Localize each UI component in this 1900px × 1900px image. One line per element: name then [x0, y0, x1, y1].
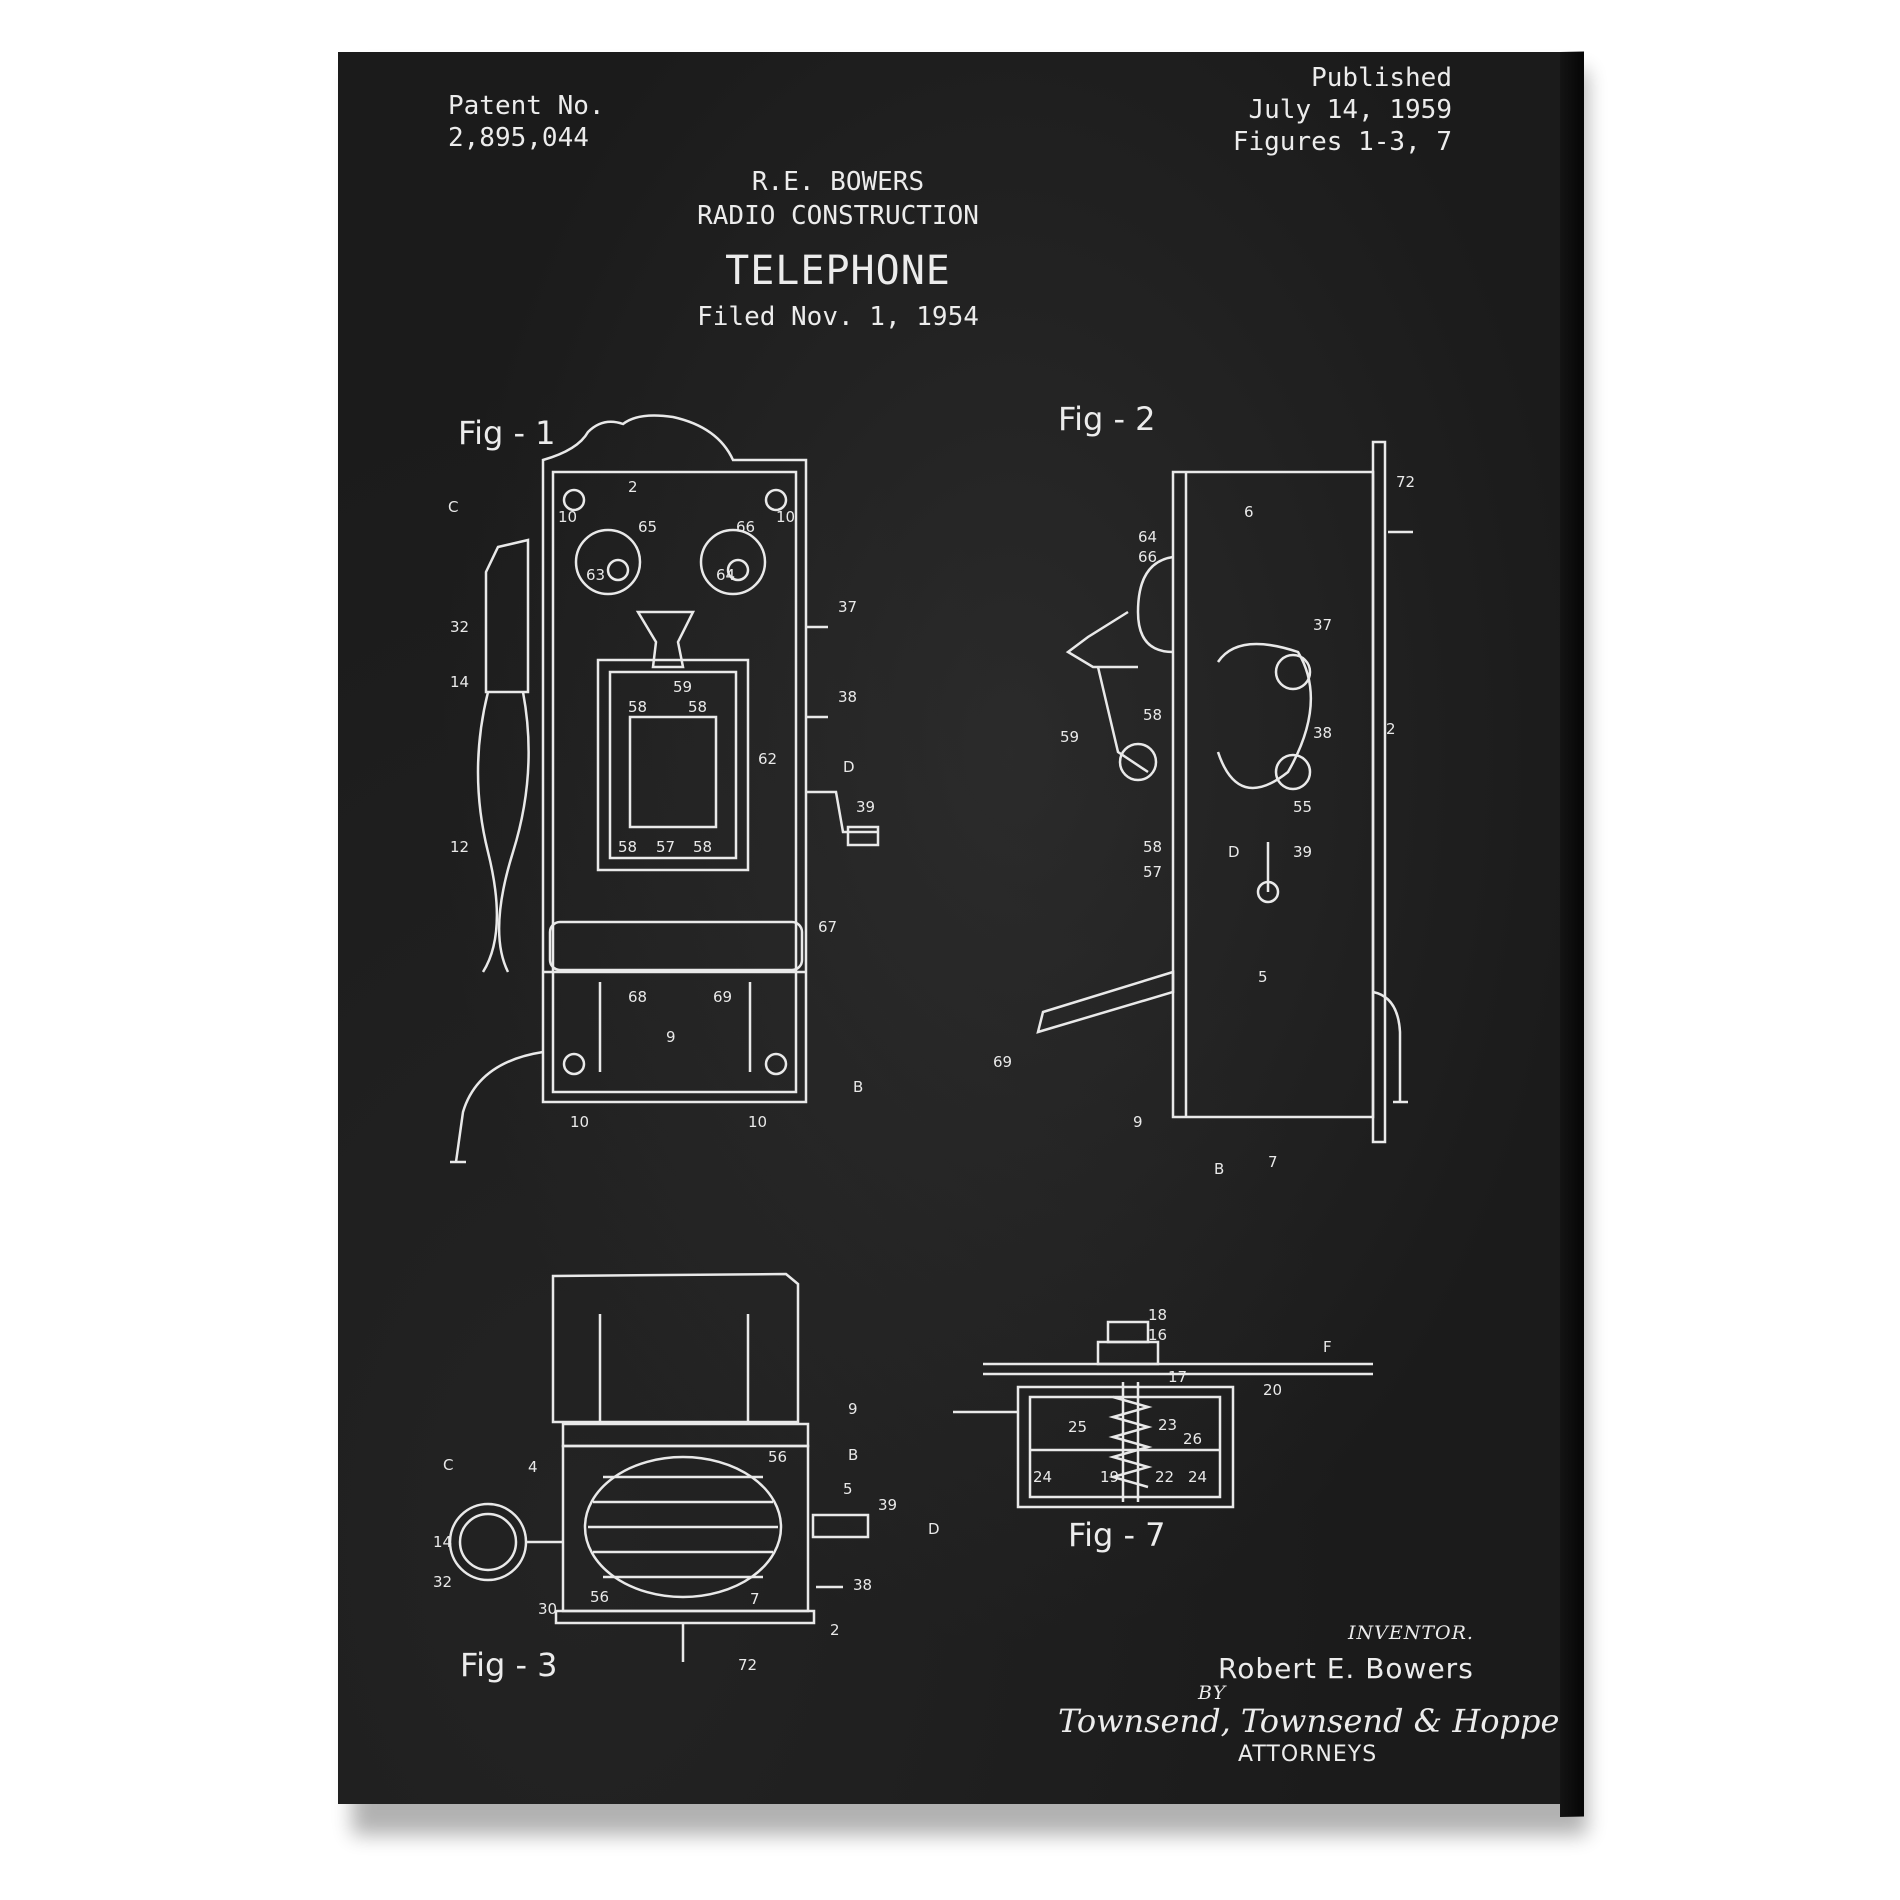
svg-text:30: 30 — [538, 1600, 557, 1618]
canvas-print: Patent No. 2,895,044 Published July 14, … — [338, 52, 1560, 1804]
svg-text:58: 58 — [628, 698, 647, 716]
svg-text:68: 68 — [628, 988, 647, 1006]
svg-text:67: 67 — [818, 918, 837, 936]
svg-text:24: 24 — [1033, 1468, 1052, 1486]
svg-text:5: 5 — [1258, 968, 1268, 986]
svg-text:59: 59 — [1060, 728, 1079, 746]
svg-text:19: 19 — [1100, 1468, 1119, 1486]
svg-text:14: 14 — [450, 673, 469, 691]
svg-text:7: 7 — [1268, 1153, 1278, 1171]
svg-text:B: B — [848, 1446, 858, 1464]
svg-text:58: 58 — [688, 698, 707, 716]
svg-text:57: 57 — [1143, 863, 1162, 881]
patent-drawings: 2 1010 6566 6364 3738 D39 C3214 12 59585… — [338, 52, 1560, 1804]
svg-text:D: D — [1228, 843, 1240, 861]
svg-text:39: 39 — [856, 798, 875, 816]
fig3-drawing: 9 4 B 56 5 39 D C 14 32 30 56 7 38 2 72 — [433, 1274, 940, 1674]
svg-text:B: B — [853, 1078, 863, 1096]
svg-text:39: 39 — [878, 1496, 897, 1514]
svg-text:57: 57 — [656, 838, 675, 856]
svg-text:32: 32 — [450, 618, 469, 636]
svg-text:59: 59 — [673, 678, 692, 696]
fig2-drawing: 6 72 64 66 37 2 58 59 38 55 58 57 D 39 5 69 9 B 7 — [993, 442, 1415, 1178]
svg-text:25: 25 — [1068, 1418, 1087, 1436]
svg-text:39: 39 — [1293, 843, 1312, 861]
svg-text:72: 72 — [1396, 473, 1415, 491]
svg-text:10: 10 — [748, 1113, 767, 1131]
svg-text:56: 56 — [768, 1448, 787, 1466]
svg-text:58: 58 — [618, 838, 637, 856]
svg-text:D: D — [928, 1520, 940, 1538]
svg-text:18: 18 — [1148, 1306, 1167, 1324]
svg-text:C: C — [443, 1456, 453, 1474]
svg-text:58: 58 — [1143, 706, 1162, 724]
svg-text:64: 64 — [716, 566, 735, 584]
svg-text:C: C — [448, 498, 458, 516]
svg-text:4: 4 — [528, 1458, 538, 1476]
svg-text:10: 10 — [570, 1113, 589, 1131]
svg-text:38: 38 — [838, 688, 857, 706]
svg-text:64: 64 — [1138, 528, 1157, 546]
svg-text:32: 32 — [433, 1573, 452, 1591]
svg-text:9: 9 — [1133, 1113, 1143, 1131]
canvas-side-edge — [1560, 51, 1584, 1817]
svg-text:69: 69 — [713, 988, 732, 1006]
svg-text:55: 55 — [1293, 798, 1312, 816]
svg-text:B: B — [1214, 1160, 1224, 1178]
svg-text:17: 17 — [1168, 1368, 1187, 1386]
svg-text:69: 69 — [993, 1053, 1012, 1071]
svg-text:66: 66 — [736, 518, 755, 536]
svg-text:72: 72 — [738, 1656, 757, 1674]
svg-text:16: 16 — [1148, 1326, 1167, 1344]
svg-text:26: 26 — [1183, 1430, 1202, 1448]
fig7-drawing: 18 16 F 17 20 25 23 26 24 19 22 24 — [953, 1306, 1373, 1507]
svg-text:37: 37 — [838, 598, 857, 616]
svg-text:38: 38 — [853, 1576, 872, 1594]
svg-text:58: 58 — [1143, 838, 1162, 856]
svg-text:24: 24 — [1188, 1468, 1207, 1486]
svg-text:65: 65 — [638, 518, 657, 536]
svg-text:37: 37 — [1313, 616, 1332, 634]
svg-text:23: 23 — [1158, 1416, 1177, 1434]
svg-text:2: 2 — [1386, 720, 1396, 738]
svg-text:12: 12 — [450, 838, 469, 856]
fig1-drawing: 2 10 10 65 66 63 64 37 38 D 39 C 32 14 12 59 58 5… — [448, 416, 878, 1162]
svg-text:10: 10 — [776, 508, 795, 526]
svg-text:14: 14 — [433, 1533, 452, 1551]
svg-text:2: 2 — [628, 478, 638, 496]
svg-text:66: 66 — [1138, 548, 1157, 566]
svg-text:D: D — [843, 758, 855, 776]
svg-text:38: 38 — [1313, 724, 1332, 742]
svg-text:56: 56 — [590, 1588, 609, 1606]
svg-text:22: 22 — [1155, 1468, 1174, 1486]
svg-text:58: 58 — [693, 838, 712, 856]
svg-text:10: 10 — [558, 508, 577, 526]
svg-text:5: 5 — [843, 1480, 853, 1498]
svg-text:F: F — [1323, 1338, 1332, 1356]
svg-text:20: 20 — [1263, 1381, 1282, 1399]
svg-text:9: 9 — [848, 1400, 858, 1418]
svg-text:6: 6 — [1244, 503, 1254, 521]
svg-text:62: 62 — [758, 750, 777, 768]
svg-text:9: 9 — [666, 1028, 676, 1046]
svg-text:7: 7 — [750, 1590, 760, 1608]
svg-text:2: 2 — [830, 1621, 840, 1639]
svg-text:63: 63 — [586, 566, 605, 584]
